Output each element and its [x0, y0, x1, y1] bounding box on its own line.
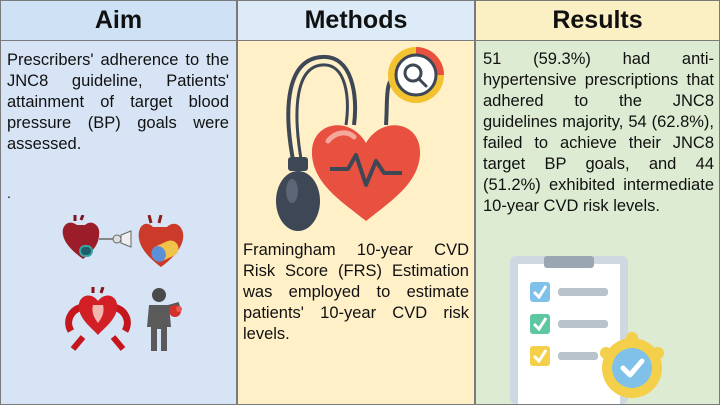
aim-header: Aim — [1, 1, 236, 41]
chest-pain-person-icon — [147, 288, 182, 351]
heart-ring-icon — [65, 287, 131, 351]
aim-column: Aim Prescribers' adherence to the JNC8 g… — [0, 0, 237, 405]
blood-pressure-monitor-icon — [276, 47, 444, 231]
heart-inhaler-icon — [62, 215, 132, 259]
aim-marker: . — [7, 185, 11, 201]
aim-text: Prescribers' adherence to the JNC8 guide… — [7, 51, 229, 153]
methods-column: Methods Framingham 10-year CVD Risk Scor… — [237, 0, 475, 405]
results-text: 51 (59.3%) had anti-hypertensive prescri… — [483, 50, 714, 215]
checklist-clipboard-icon — [510, 256, 664, 404]
results-header: Results — [476, 1, 719, 41]
methods-header: Methods — [238, 1, 474, 41]
methods-text: Framingham 10-year CVD Risk Score (FRS) … — [243, 241, 469, 343]
results-column: Results 51 (59.3%) had anti-hypertensive… — [475, 0, 720, 405]
heart-pill-icon — [138, 215, 184, 267]
